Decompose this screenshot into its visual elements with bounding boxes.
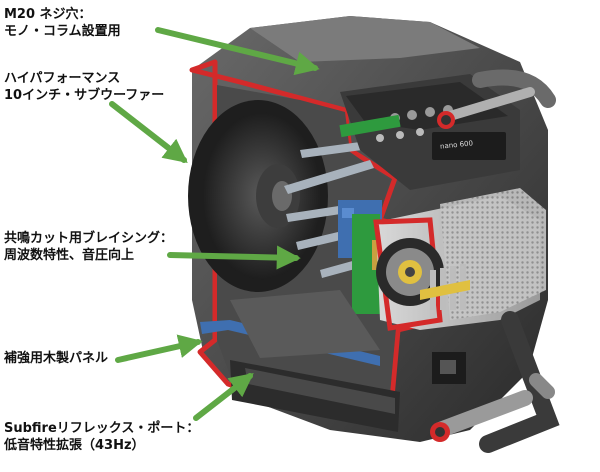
reinforcement-panel [200,290,380,366]
callout-line: 共鳴カット用ブレイシング： [4,231,174,246]
callout-line: Subfireリフレックス・ポート： [4,421,200,436]
callout-subwoofer: ハイパフォーマンス 10インチ・サブウーファー [4,70,164,104]
callout-line: M20 ネジ穴： [4,7,92,22]
subwoofer-driver [188,100,328,292]
callout-line: 10インチ・サブウーファー [4,88,165,103]
callout-line: 低音特性拡張（43Hz） [4,438,145,453]
callout-reflex-port: Subfireリフレックス・ポート： 低音特性拡張（43Hz） [4,420,199,454]
callout-line: ハイパフォーマンス [4,71,121,86]
arrow-bracing [167,245,301,270]
tweeter-module [373,188,546,331]
callout-line: モノ・コラム設置用 [4,24,121,39]
reflex-port-base [230,311,560,453]
callout-line: 周波数特性、音圧向上 [4,248,135,263]
arrow-reflex-port [193,373,254,421]
arrow-wood-panel [115,334,203,363]
arrow-subwoofer [109,101,188,163]
callout-m20-mount: M20 ネジ穴： モノ・コラム設置用 [4,6,121,40]
control-panel [339,69,556,190]
callout-bracing: 共鳴カット用ブレイシング： 周波数特性、音圧向上 [4,230,173,264]
callout-wood-panel: 補強用木製パネル [4,350,108,367]
arrow-m20-mount [155,27,320,76]
callout-line: 補強用木製パネル [4,351,109,366]
